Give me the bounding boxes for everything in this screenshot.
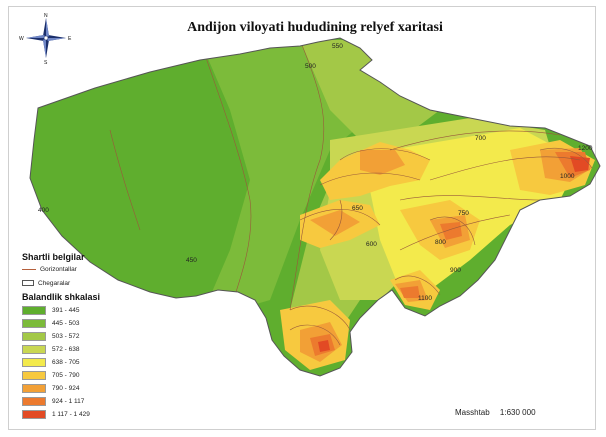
compass-s: S bbox=[44, 60, 48, 64]
scale-class-label: 705 - 790 bbox=[52, 372, 80, 379]
scale-class-label: 445 - 503 bbox=[52, 320, 80, 327]
compass-e: E bbox=[68, 36, 72, 42]
scale-class-swatch bbox=[22, 332, 46, 341]
legend-heading: Shartli belgilar bbox=[22, 252, 85, 262]
contour-label-1000: 1000 bbox=[560, 173, 575, 180]
scale-class-label: 1 117 - 1 429 bbox=[52, 411, 90, 418]
scale-class-row: 790 - 924 bbox=[22, 382, 152, 395]
region-border bbox=[29, 37, 601, 377]
scale-class-row: 445 - 503 bbox=[22, 317, 152, 330]
map-frame bbox=[8, 6, 596, 430]
contour-label-750: 750 bbox=[458, 210, 469, 217]
legend-contour-row: Gorizontallar bbox=[22, 264, 152, 274]
legend-border-row: Chegaralar bbox=[22, 278, 152, 288]
scale-class-row: 572 - 638 bbox=[22, 343, 152, 356]
scale-class-label: 924 - 1 117 bbox=[52, 398, 85, 405]
contour-label-1200: 1200 bbox=[578, 145, 593, 152]
scale-class-swatch bbox=[22, 358, 46, 367]
scale-class-row: 391 - 445 bbox=[22, 304, 152, 317]
border-symbol bbox=[22, 280, 34, 286]
contour-lines bbox=[109, 39, 593, 346]
scale-value: 1:630 000 bbox=[499, 408, 536, 417]
contour-label-400: 400 bbox=[38, 207, 49, 214]
map-title: Andijon viloyati hududining relyef xarit… bbox=[187, 20, 443, 35]
contour-line-symbol bbox=[22, 268, 36, 270]
contour-label-800: 800 bbox=[435, 239, 446, 246]
scale-class-swatch bbox=[22, 306, 46, 315]
contour-labels: 400 450 500 550 600 650 700 750 800 900 … bbox=[38, 43, 593, 302]
scale-class-row: 503 - 572 bbox=[22, 330, 152, 343]
scale-class-swatch bbox=[22, 384, 46, 393]
scale-class-swatch bbox=[22, 397, 46, 406]
scale-class-label: 391 - 445 bbox=[52, 307, 80, 314]
contour-label-650: 650 bbox=[352, 205, 363, 212]
contour-label-500: 500 bbox=[305, 63, 316, 70]
scale-class-label: 572 - 638 bbox=[52, 346, 80, 353]
scale-class-row: 638 - 705 bbox=[22, 356, 152, 369]
scale-class-swatch bbox=[22, 410, 46, 419]
scale-class-row: 924 - 1 117 bbox=[22, 395, 152, 408]
map-scale: Masshtab 1:630 000 bbox=[455, 408, 536, 417]
contour-label-1100: 1100 bbox=[418, 295, 432, 302]
legend-border-label: Chegaralar bbox=[38, 279, 71, 287]
contour-label-450: 450 bbox=[186, 257, 197, 264]
compass-n: N bbox=[44, 13, 48, 19]
contour-label-600: 600 bbox=[366, 241, 377, 248]
scale-label: Masshtab bbox=[455, 408, 490, 417]
scale-class-swatch bbox=[22, 319, 46, 328]
scale-class-row: 1 117 - 1 429 bbox=[22, 408, 152, 421]
scale-class-label: 503 - 572 bbox=[52, 333, 80, 340]
scale-class-swatch bbox=[22, 371, 46, 380]
compass-rose-icon: N S E W bbox=[19, 13, 72, 64]
contour-label-700: 700 bbox=[475, 135, 486, 142]
elevation-scale: 391 - 445 445 - 503 503 - 572 572 - 638 638 … bbox=[22, 304, 152, 421]
map-legend: Shartli belgilar Gorizontallar Chegarala… bbox=[22, 252, 152, 421]
scale-class-label: 638 - 705 bbox=[52, 359, 80, 366]
scale-heading: Balandlik shkalasi bbox=[22, 292, 101, 302]
compass-w: W bbox=[19, 36, 24, 42]
contour-label-900: 900 bbox=[450, 267, 461, 274]
contour-label-550: 550 bbox=[332, 43, 343, 50]
scale-class-label: 790 - 924 bbox=[52, 385, 80, 392]
legend-contour-label: Gorizontallar bbox=[40, 265, 77, 273]
scale-class-row: 705 - 790 bbox=[22, 369, 152, 382]
scale-class-swatch bbox=[22, 345, 46, 354]
